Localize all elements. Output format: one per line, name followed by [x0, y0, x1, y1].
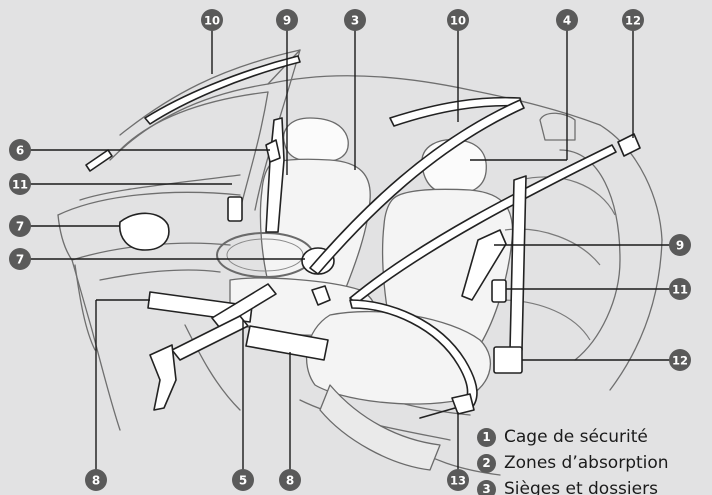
legend-badge: 2 — [477, 453, 496, 473]
svg-text:12: 12 — [672, 354, 688, 368]
svg-text:7: 7 — [16, 253, 24, 267]
legend-item-3: 3 Sièges et dossiers — [477, 476, 669, 495]
svg-text:13: 13 — [450, 474, 466, 488]
car-interior-sketch — [57, 49, 663, 476]
passenger-side-airbag — [461, 229, 507, 301]
svg-text:12: 12 — [625, 14, 641, 28]
svg-text:8: 8 — [92, 474, 100, 488]
svg-text:5: 5 — [239, 474, 247, 488]
svg-text:10: 10 — [450, 14, 466, 28]
pretensioner-left — [227, 196, 243, 222]
seat-belt-buckle — [311, 285, 331, 306]
leader-lines — [30, 30, 670, 470]
center-airbag-rod — [309, 99, 525, 275]
callout-11-left: 11 — [9, 173, 31, 195]
passenger-front-airbag — [119, 212, 170, 251]
callout-8-right: 8 — [279, 469, 301, 491]
legend-label: Zones d’absorption — [504, 453, 669, 473]
svg-text:9: 9 — [283, 14, 291, 28]
callout-5: 5 — [232, 469, 254, 491]
callout-6: 6 — [9, 139, 31, 161]
svg-text:9: 9 — [676, 239, 684, 253]
belt-anchor-upper — [617, 133, 641, 157]
callout-10-top-left: 10 — [201, 9, 223, 31]
floor-rail-diagonal — [171, 315, 249, 361]
pretensioner-right — [491, 279, 507, 303]
legend-item-2: 2 Zones d’absorption — [477, 450, 669, 476]
seat-belt-lower-anchor — [451, 393, 475, 415]
callout-badges: 10 9 3 10 4 12 6 11 — [9, 9, 691, 491]
svg-text:10: 10 — [204, 14, 220, 28]
floor-rail-lower — [149, 344, 177, 411]
legend: 1 Cage de sécurité 2 Zones d’absorption … — [477, 424, 669, 495]
svg-text:4: 4 — [563, 14, 571, 28]
driver-belt-guide — [265, 139, 281, 163]
callout-9-right: 9 — [669, 234, 691, 256]
legend-label: Sièges et dossiers — [504, 479, 658, 495]
callout-3: 3 — [344, 9, 366, 31]
driver-seat — [216, 117, 376, 336]
callout-4: 4 — [556, 9, 578, 31]
floor-rail-center — [211, 283, 277, 329]
svg-text:11: 11 — [672, 283, 688, 297]
svg-text:8: 8 — [286, 474, 294, 488]
legend-badge: 3 — [477, 479, 496, 495]
floor-rail-right — [245, 325, 329, 361]
legend-badge: 1 — [477, 427, 496, 447]
legend-label: Cage de sécurité — [504, 427, 648, 447]
callout-9-top: 9 — [276, 9, 298, 31]
belt-retractor-lower — [493, 346, 523, 374]
curtain-airbag-front — [144, 55, 301, 125]
safety-components — [85, 55, 641, 419]
svg-text:6: 6 — [16, 144, 24, 158]
callout-11-right: 11 — [669, 278, 691, 300]
svg-text:7: 7 — [16, 220, 24, 234]
callout-7-lower: 7 — [9, 248, 31, 270]
legend-item-1: 1 Cage de sécurité — [477, 424, 669, 450]
callout-12-top: 12 — [622, 9, 644, 31]
callout-10-top-right: 10 — [447, 9, 469, 31]
callout-12-right: 12 — [669, 349, 691, 371]
svg-text:3: 3 — [351, 14, 359, 28]
callout-8-left: 8 — [85, 469, 107, 491]
svg-text:11: 11 — [12, 178, 28, 192]
callout-7-upper: 7 — [9, 215, 31, 237]
window-trim — [85, 149, 113, 172]
callout-13: 13 — [447, 469, 469, 491]
passenger-seat-belt-diagonal — [349, 144, 617, 305]
